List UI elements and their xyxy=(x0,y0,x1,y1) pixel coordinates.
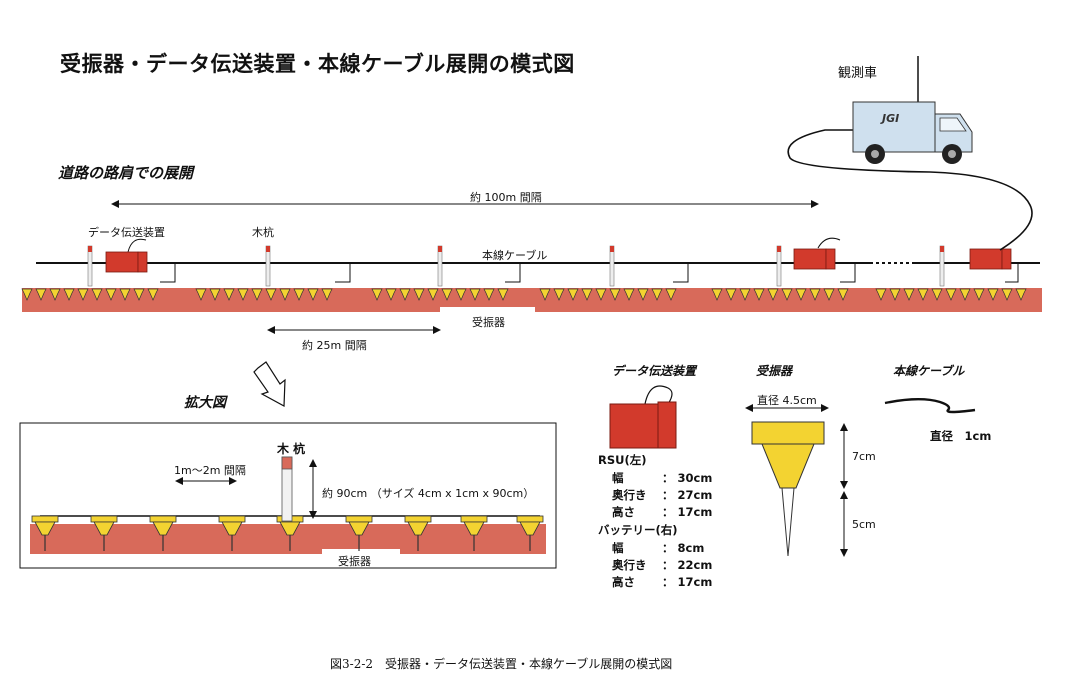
zoom-arrow-icon xyxy=(253,361,286,407)
legend-cable-diameter: 直径 1cm xyxy=(930,429,992,443)
legend-battery-right: バッテリー(右) xyxy=(598,523,678,537)
section-zoom: 拡大図 xyxy=(184,395,226,411)
legend-cable-title: 本線ケーブル xyxy=(893,364,965,378)
battery-spec-height-name: 高さ xyxy=(612,575,635,589)
battery-spec-depth-value: ： 22cm xyxy=(662,558,713,572)
rsu-spec-depth-name: 奥行き xyxy=(612,488,647,502)
legend-geophone-diameter: 直径 4.5cm xyxy=(757,394,817,407)
rsu-spec-depth-value: ： 27cm xyxy=(662,488,713,502)
rsu-spec-height-name: 高さ xyxy=(612,505,635,519)
stake-label: 木杭 xyxy=(252,226,274,239)
wooden-stakes xyxy=(87,245,945,287)
vehicle-label: 観測車 xyxy=(838,66,878,81)
battery-spec-height-value: ： 17cm xyxy=(662,575,713,589)
legend-rsu-icon xyxy=(609,385,677,449)
spacing-25m-label: 約 25m 間隔 xyxy=(302,339,367,352)
section-roadside: 道路の路肩での展開 xyxy=(58,164,194,182)
vehicle-logo: JGI xyxy=(882,112,900,125)
rsu-spec-width-name: 幅 xyxy=(612,471,624,485)
rsu-label: データ伝送装置 xyxy=(88,226,165,239)
page-title: 受振器・データ伝送装置・本線ケーブル展開の模式図 xyxy=(60,52,575,76)
zoom-stake-label: 木 杭 xyxy=(277,442,306,456)
rsu-unit-2 xyxy=(793,237,841,270)
legend-geophone-body: 7cm xyxy=(852,450,876,463)
legend-rsu-title: データ伝送装置 xyxy=(612,364,697,378)
zoom-stake-height-label: 約 90cm （サイズ 4cm x 1cm x 90cm） xyxy=(322,487,535,500)
rsu-spec-height-value: ： 17cm xyxy=(662,505,713,519)
zoom-geophone-label: 受振器 xyxy=(338,555,371,568)
legend-rsu-left: RSU(左) xyxy=(598,453,647,467)
rsu-unit-1 xyxy=(105,238,148,273)
legend-geophone-title: 受振器 xyxy=(756,364,793,378)
rsu-unit-3 xyxy=(969,248,1012,270)
battery-spec-width-value: ： 8cm xyxy=(662,541,705,555)
ground-notch xyxy=(440,307,535,315)
geophone-label: 受振器 xyxy=(472,316,505,329)
legend-geophone-icon xyxy=(751,421,825,557)
legend-geophone-spike: 5cm xyxy=(852,518,876,531)
battery-spec-depth-name: 奥行き xyxy=(612,558,647,572)
rsu-spec-width-value: ： 30cm xyxy=(662,471,713,485)
zoom-spacing-label: 1m〜2m 間隔 xyxy=(174,464,246,477)
cable-drops xyxy=(160,263,1019,283)
observation-truck-icon xyxy=(852,56,973,164)
legend-cable-icon xyxy=(884,398,976,414)
cable-label: 本線ケーブル xyxy=(482,249,548,262)
figure-caption: 図3-2-2 受振器・データ伝送装置・本線ケーブル展開の模式図 xyxy=(330,657,673,671)
truck-cable xyxy=(787,129,1033,251)
zoom-stake xyxy=(281,456,293,522)
battery-spec-width-name: 幅 xyxy=(612,541,624,555)
zoom-ground-notch xyxy=(322,549,400,557)
spacing-100m-label: 約 100m 間隔 xyxy=(470,191,542,204)
